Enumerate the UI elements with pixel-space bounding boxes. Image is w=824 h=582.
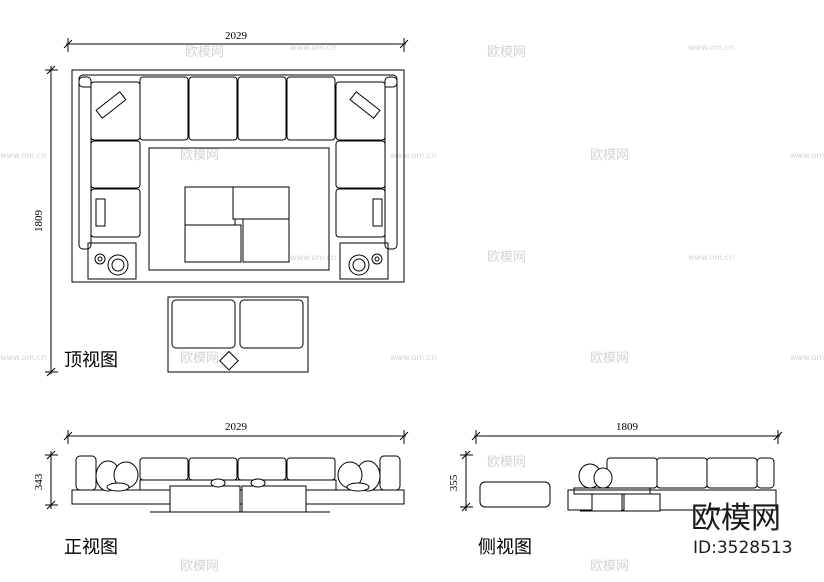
right-end-table [339,242,389,280]
right-corner-seat [335,81,386,141]
left-seat-cushion [90,140,141,189]
watermark-logo: 欧模网 [590,351,629,366]
right-arm-rail [384,76,398,250]
top-width-dimension: 2029 [63,30,409,52]
coffee-table [184,186,290,263]
top-width-label: 2029 [225,30,248,42]
watermark-logo: 欧模网 [180,559,219,574]
watermark-url: www.om.cn [0,151,46,160]
front-width-dimension: 2029 [63,421,409,444]
top-depth-dimension: 1809 [33,65,58,377]
front-height-dimension: 343 [33,450,58,510]
watermark-logo: 欧模网 [180,351,219,366]
right-corner-pillow [349,91,381,119]
brand-id: ID:3528513 [693,538,793,558]
ottomans [167,296,309,373]
front-view-label: 正视图 [64,537,118,558]
side-base [567,489,777,511]
watermark-logo: 欧模网 [180,148,219,163]
front-right-pillows [337,460,381,492]
watermark-layer: 欧模网 www.om.cn 欧模网 www.om.cn 欧模网 www.om.c… [0,43,824,574]
side-height-dimension: 355 [448,450,473,512]
brand-logo: 欧模网 [691,501,781,536]
side-sofa [567,457,777,512]
side-width-label: 1809 [616,421,639,433]
side-height-label: 355 [448,474,460,491]
watermark-logo: 欧模网 [590,559,629,574]
side-view: 1809 355 侧视图 [448,421,783,558]
watermark-logo: 欧模网 [590,148,629,163]
front-back-cushions [139,457,336,481]
watermark-url: www.om.cn [0,353,46,362]
front-width-label: 2029 [225,421,248,433]
front-coffee-table [150,478,330,513]
front-right-arm [379,455,401,491]
watermark-url: www.om.cn [688,43,734,52]
left-corner-pillow [95,91,127,119]
watermark-logo: 欧模网 [487,455,526,470]
left-corner-seat [90,81,141,141]
watermark-logo: 欧模网 [487,250,526,265]
front-height-label: 343 [33,473,45,490]
brand-mark: 欧模网 ID:3528513 [691,501,793,558]
inner-rug [148,147,330,271]
watermark-logo: 欧模网 [487,45,526,60]
left-end-table [87,242,137,280]
watermark-url: www.om.cn [688,253,734,262]
left-side-pillow [95,198,106,227]
watermark-url: www.om.cn [390,353,436,362]
top-depth-label: 1809 [33,210,45,233]
side-view-label: 侧视图 [478,537,532,558]
top-view-label: 顶视图 [64,350,118,371]
watermark-url: www.om.cn [790,151,824,160]
side-width-dimension: 1809 [471,421,783,444]
top-view: 2029 1809 [33,30,409,377]
watermark-url: www.om.cn [390,151,436,160]
right-seat-cushion [335,140,386,189]
small-tray [219,350,239,371]
watermark-logo: 欧模网 [185,45,224,60]
rug-outline [71,69,405,283]
front-left-arm [75,455,97,491]
right-side-pillow [372,198,383,227]
front-view: 2029 343 [33,421,409,558]
front-left-pillows [95,460,139,492]
watermark-url: www.om.cn [290,253,336,262]
watermark-url: www.om.cn [290,43,336,52]
left-arm-rail [78,76,92,250]
watermark-url: www.om.cn [790,353,824,362]
side-ottoman [479,481,551,508]
back-cushions [139,76,336,141]
